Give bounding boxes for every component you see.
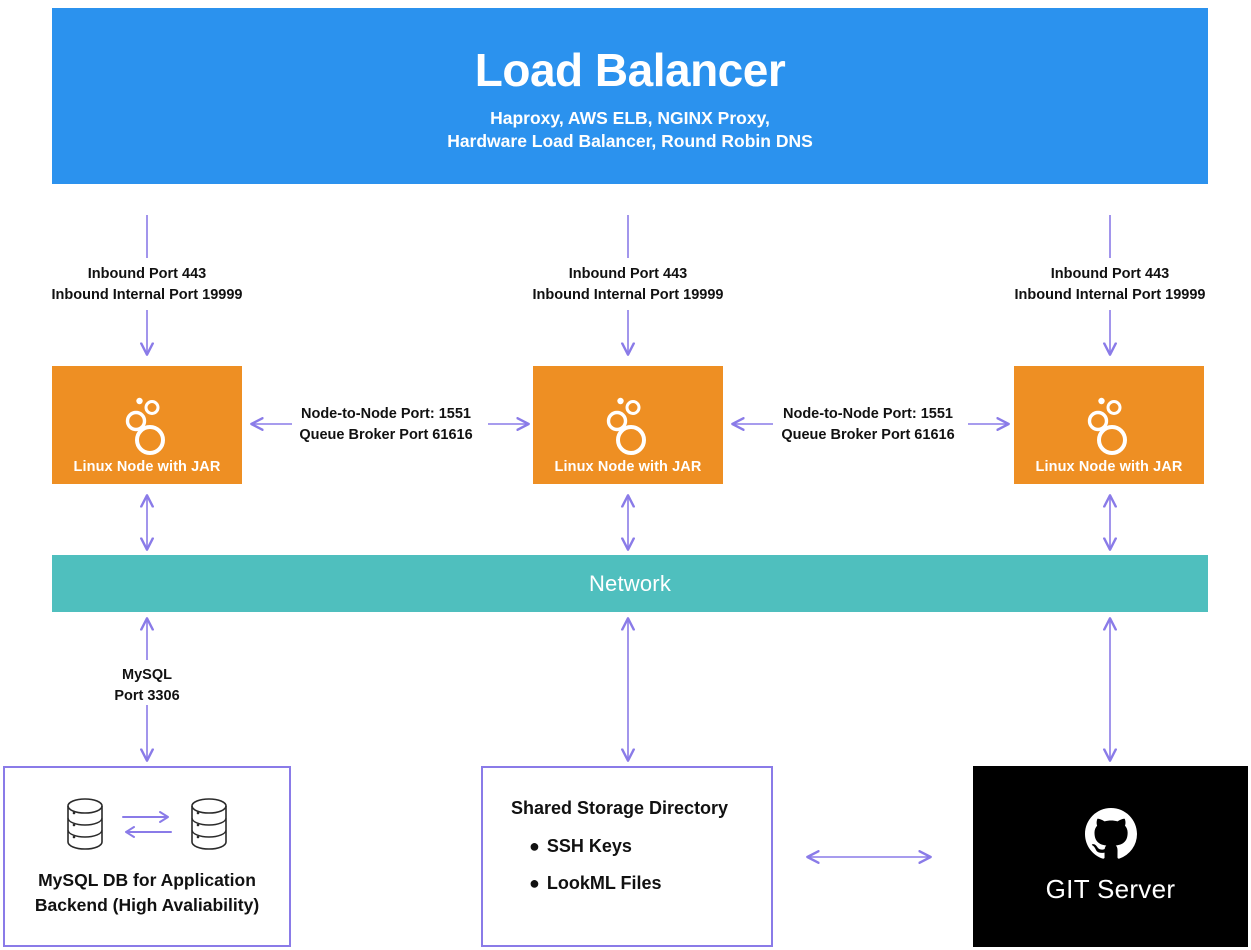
db-replication-arrows-icon bbox=[122, 811, 172, 839]
shared-storage-title: Shared Storage Directory bbox=[511, 798, 729, 818]
node-link-label-2: Node-to-Node Port: 1551 Queue Broker Por… bbox=[740, 404, 996, 445]
inbound-label-2-line1: Inbound Port 443 bbox=[568, 266, 688, 282]
shared-storage-item-label: LookML Files bbox=[546, 873, 662, 893]
load-balancer-subtitle-line2: Hardware Load Balancer, Round Robin DNS bbox=[447, 131, 813, 152]
shared-storage-item-lookml-files: ● LookML Files bbox=[529, 873, 771, 894]
load-balancer-box: Load Balancer Haproxy, AWS ELB, NGINX Pr… bbox=[52, 8, 1208, 184]
node-link-label-2-line2: Queue Broker Port 61616 bbox=[781, 426, 955, 443]
git-server-box[interactable]: GIT Server bbox=[973, 766, 1248, 947]
shared-storage-item-label: SSH Keys bbox=[546, 836, 632, 856]
linux-node-box-1[interactable]: Linux Node with JAR bbox=[52, 366, 242, 484]
node-link-label-1-line2: Queue Broker Port 61616 bbox=[299, 426, 473, 443]
bullet-icon: ● bbox=[529, 836, 540, 856]
load-balancer-subtitle: Haproxy, AWS ELB, NGINX Proxy, Hardware … bbox=[447, 107, 813, 154]
linux-node-box-3[interactable]: Linux Node with JAR bbox=[1014, 366, 1204, 484]
database-cylinder-icon bbox=[191, 798, 227, 851]
inbound-label-1-line2: Inbound Internal Port 19999 bbox=[51, 286, 243, 303]
mysql-db-caption: MySQL DB for Application Backend (High A… bbox=[35, 868, 259, 916]
linux-node-label-3: Linux Node with JAR bbox=[1035, 459, 1183, 475]
shared-storage-item-ssh-keys: ● SSH Keys bbox=[529, 836, 771, 857]
inbound-label-3-line2: Inbound Internal Port 19999 bbox=[1014, 286, 1206, 303]
inbound-label-2: Inbound Port 443 Inbound Internal Port 1… bbox=[495, 264, 761, 305]
mysql-link-label-line2: Port 3306 bbox=[114, 687, 180, 704]
node-link-label-1-line1: Node-to-Node Port: 1551 bbox=[301, 406, 471, 422]
bullet-icon: ● bbox=[529, 873, 540, 893]
looker-bubbles-icon bbox=[606, 397, 646, 455]
inbound-label-1: Inbound Port 443 Inbound Internal Port 1… bbox=[14, 264, 280, 305]
mysql-db-icons bbox=[63, 796, 231, 852]
mysql-link-label: MySQL Port 3306 bbox=[47, 665, 247, 706]
inbound-label-2-line2: Inbound Internal Port 19999 bbox=[532, 286, 724, 303]
load-balancer-subtitle-line1: Haproxy, AWS ELB, NGINX Proxy, bbox=[490, 107, 770, 128]
github-octocat-icon bbox=[1084, 808, 1137, 859]
load-balancer-title: Load Balancer bbox=[474, 44, 786, 97]
mysql-db-caption-line2: Backend (High Avaliability) bbox=[34, 894, 260, 915]
linux-node-label-2: Linux Node with JAR bbox=[554, 459, 702, 475]
mysql-db-box[interactable]: MySQL DB for Application Backend (High A… bbox=[3, 766, 291, 947]
linux-node-box-2[interactable]: Linux Node with JAR bbox=[533, 366, 723, 484]
network-bar: Network bbox=[52, 555, 1208, 612]
looker-bubbles-icon bbox=[125, 397, 165, 455]
network-label: Network bbox=[588, 570, 672, 596]
linux-node-label-1: Linux Node with JAR bbox=[73, 459, 221, 475]
inbound-label-3: Inbound Port 443 Inbound Internal Port 1… bbox=[977, 264, 1243, 305]
inbound-label-3-line1: Inbound Port 443 bbox=[1050, 266, 1170, 282]
git-server-label: GIT Server bbox=[1045, 874, 1176, 904]
mysql-link-label-line1: MySQL bbox=[122, 667, 172, 683]
mysql-db-caption-line1: MySQL DB for Application bbox=[38, 870, 256, 891]
shared-storage-box[interactable]: Shared Storage Directory ● SSH Keys ● Look… bbox=[481, 766, 773, 947]
node-link-label-2-line1: Node-to-Node Port: 1551 bbox=[783, 406, 953, 422]
inbound-label-1-line1: Inbound Port 443 bbox=[87, 266, 207, 282]
database-cylinder-icon bbox=[67, 798, 103, 851]
looker-bubbles-icon bbox=[1087, 397, 1127, 455]
node-link-label-1: Node-to-Node Port: 1551 Queue Broker Por… bbox=[258, 404, 514, 445]
